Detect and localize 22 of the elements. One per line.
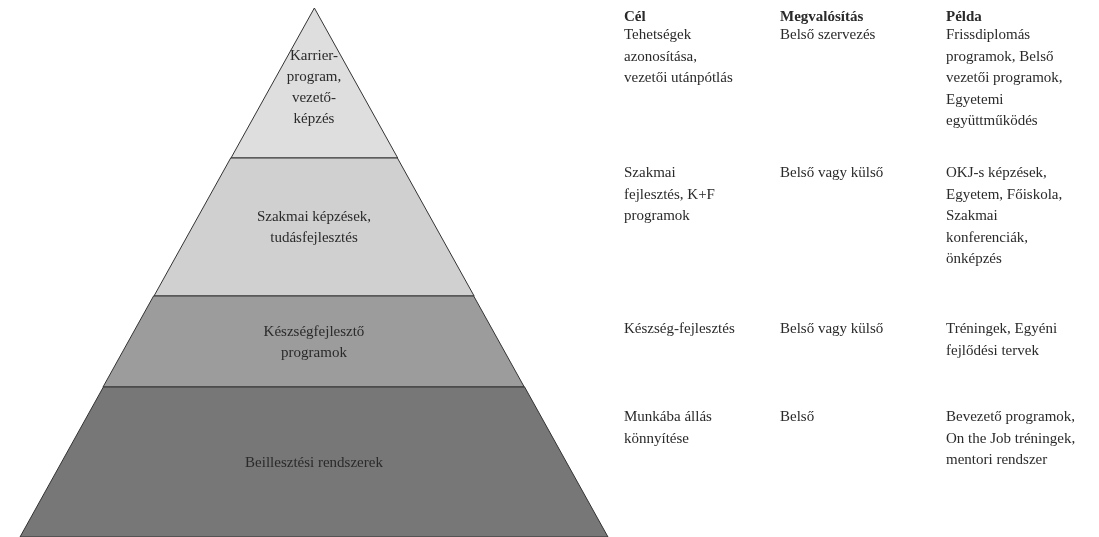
table-cell-text: Belső szervezés — [780, 25, 877, 44]
table-cell-text: Bevezető programok, On the Job tréningek, mentori rendszer — [946, 407, 1077, 469]
table-cell-text: Szakmai fejlesztés, K+F programok — [624, 163, 716, 225]
table-cell-text: Munkába állás könnyítése — [624, 407, 713, 448]
tier-label: Karrier-program, vezető-képzés — [285, 46, 343, 128]
column-header: Cél — [624, 7, 647, 26]
table-cell-text: OKJ-s képzések, Egyetem, Főiskola, Szakmai konferenciák, önképzés — [946, 163, 1064, 268]
table-cell-text: Készség-fejlesztés — [624, 319, 736, 338]
table-cell-text: Belső vagy külső — [780, 319, 885, 338]
pyramid-tier — [20, 387, 608, 537]
tier-label: Szakmai képzések, tudásfejlesztés — [255, 207, 373, 247]
pyramid-tier — [153, 158, 475, 296]
table-cell-text: Belső vagy külső — [780, 163, 885, 182]
column-header: Példa — [946, 7, 983, 26]
table-cell-text: Tehetségek azonosítása, vezetői utánpótlás — [624, 25, 734, 87]
table-cell-text: Tréningek, Egyéni fejlődési tervek — [946, 319, 1059, 360]
table-cell-text: Belső — [780, 407, 816, 426]
tier-label: Beillesztési rendszerek — [244, 452, 384, 472]
pyramid-tier — [230, 8, 398, 158]
column-header: Megvalósítás — [780, 7, 865, 26]
tier-label: Készségfejlesztő programok — [262, 321, 366, 362]
table-cell-text: Frissdiplomás programok, Belső vezetői programok, Egyetemi együttműködés — [946, 25, 1064, 130]
